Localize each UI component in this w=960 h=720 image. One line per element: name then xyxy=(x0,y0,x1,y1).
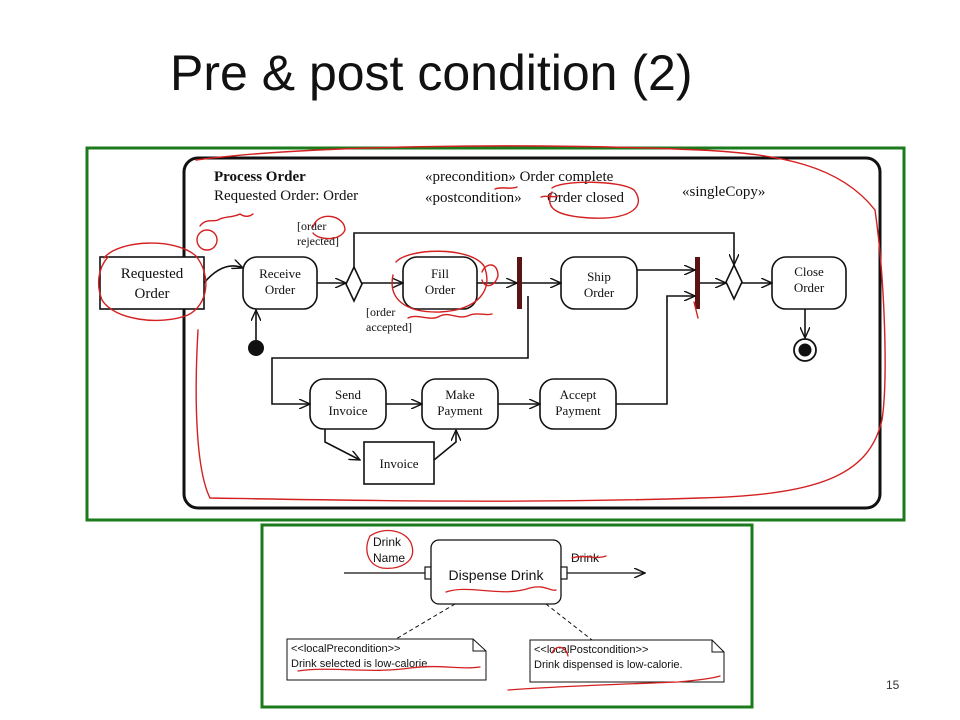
activity-diagram-frame xyxy=(85,146,906,522)
postcondition-label: «postcondition» xyxy=(425,190,522,206)
local-precondition-stereotype: <<localPrecondition>> xyxy=(291,643,400,655)
action-make-payment-line1: Make xyxy=(445,387,475,402)
output-label-drink: Drink xyxy=(571,551,600,565)
input-pin-drink-name xyxy=(424,566,432,580)
flow-rejected-to-merge xyxy=(353,232,734,267)
input-pin-label-line1: Requested xyxy=(121,266,184,282)
input-label-drink-line1: Drink xyxy=(373,535,402,549)
activity-name: Process Order xyxy=(214,169,306,185)
object-node-invoice xyxy=(363,441,435,485)
guard-rejected-line1: [order xyxy=(297,219,326,233)
slide-title: Pre & post condition (2) xyxy=(170,45,693,101)
action-close-order-line2: Order xyxy=(794,280,825,295)
action-receive-order-line1: Receive xyxy=(259,266,301,281)
input-pin-requested-order xyxy=(99,256,205,310)
guard-accepted-line1: [order xyxy=(366,305,395,319)
action-receive-order-line2: Order xyxy=(265,282,296,297)
local-postcondition-note xyxy=(529,639,725,683)
merge-node xyxy=(725,263,743,301)
precondition-note-anchor xyxy=(395,603,456,640)
precondition-label: «precondition» Order complete xyxy=(425,169,614,185)
input-label-drink-line2: Name xyxy=(373,551,405,565)
activity-parameter: Requested Order: Order xyxy=(214,188,358,204)
action-ship-order-line1: Ship xyxy=(587,269,611,284)
flow-fork-to-send-invoice xyxy=(271,296,529,404)
bottom-handwritten-annotations xyxy=(297,529,721,691)
flow-pin-to-receive xyxy=(203,266,243,284)
action-send-invoice-line1: Send xyxy=(335,387,362,402)
local-postcondition-text: Drink dispensed is low-calorie. xyxy=(534,659,683,671)
action-dispense-drink-label: Dispense Drink xyxy=(449,567,545,583)
action-ship-order-line2: Order xyxy=(584,285,615,300)
initial-node xyxy=(248,340,264,356)
output-pin-drink xyxy=(560,566,568,580)
fork-bar xyxy=(517,257,522,309)
flow-invoice-to-make xyxy=(433,430,456,461)
action-send-invoice-line2: Invoice xyxy=(329,403,368,418)
flow-send-to-invoice xyxy=(324,429,360,460)
object-node-invoice-label: Invoice xyxy=(380,456,419,471)
postcondition-value: Order closed xyxy=(547,190,625,206)
activity-boundary xyxy=(182,156,882,510)
local-precondition-text: Drink selected is low-calorie. xyxy=(291,658,430,670)
action-close-order-line1: Close xyxy=(794,264,824,279)
action-accept-payment-line2: Payment xyxy=(555,403,601,418)
local-postcondition-stereotype: <<localPostcondition>> xyxy=(534,644,648,656)
single-copy-label: «singleCopy» xyxy=(682,184,765,200)
join-bar xyxy=(695,257,700,309)
flow-accept-to-join xyxy=(616,296,695,405)
guard-accepted-line2: accepted] xyxy=(366,320,412,334)
page-number: 15 xyxy=(886,678,900,692)
decision-node xyxy=(345,265,363,303)
final-node-inner xyxy=(798,343,812,357)
input-pin-label-line2: Order xyxy=(135,286,170,302)
action-fill-order-line2: Order xyxy=(425,282,456,297)
postcondition-note-anchor xyxy=(545,603,593,641)
control-flows xyxy=(203,232,805,461)
action-make-payment-line2: Payment xyxy=(437,403,483,418)
handwritten-annotations xyxy=(97,145,886,502)
action-fill-order-line1: Fill xyxy=(431,266,449,281)
guard-rejected-line2: rejected] xyxy=(297,234,339,248)
action-diagram-frame xyxy=(260,523,754,709)
action-accept-payment-line1: Accept xyxy=(560,387,597,402)
